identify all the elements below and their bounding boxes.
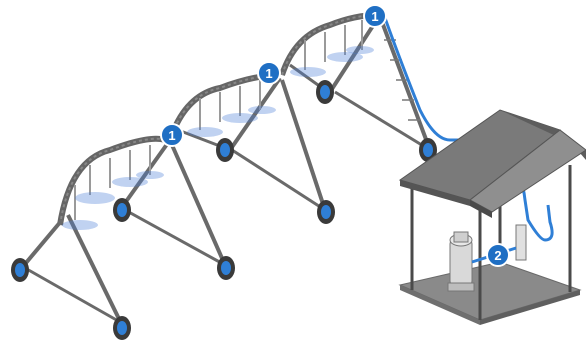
wheel: [113, 316, 131, 340]
callout-badge-1c: 1: [160, 123, 184, 147]
callout-badge-2: 2: [486, 243, 510, 267]
callout-label: 1: [371, 9, 378, 24]
wheel: [216, 138, 234, 162]
callout-label: 1: [168, 128, 175, 143]
callout-label: 2: [494, 248, 501, 263]
wheel: [317, 200, 335, 224]
wheel: [113, 198, 131, 222]
wheels: [11, 80, 437, 340]
wheel: [419, 138, 437, 162]
wheel: [316, 80, 334, 104]
wheel: [11, 258, 29, 282]
callout-badge-1a: 1: [363, 4, 387, 28]
sprinkler-spray: [62, 46, 374, 230]
pump-unit: [447, 224, 527, 292]
callout-label: 1: [265, 66, 272, 81]
callout-badge-1b: 1: [257, 61, 281, 85]
irrigation-span-1: [18, 135, 227, 326]
concrete-platform: [398, 261, 582, 321]
pump-shelter: [398, 109, 586, 325]
wheel: [217, 256, 235, 280]
